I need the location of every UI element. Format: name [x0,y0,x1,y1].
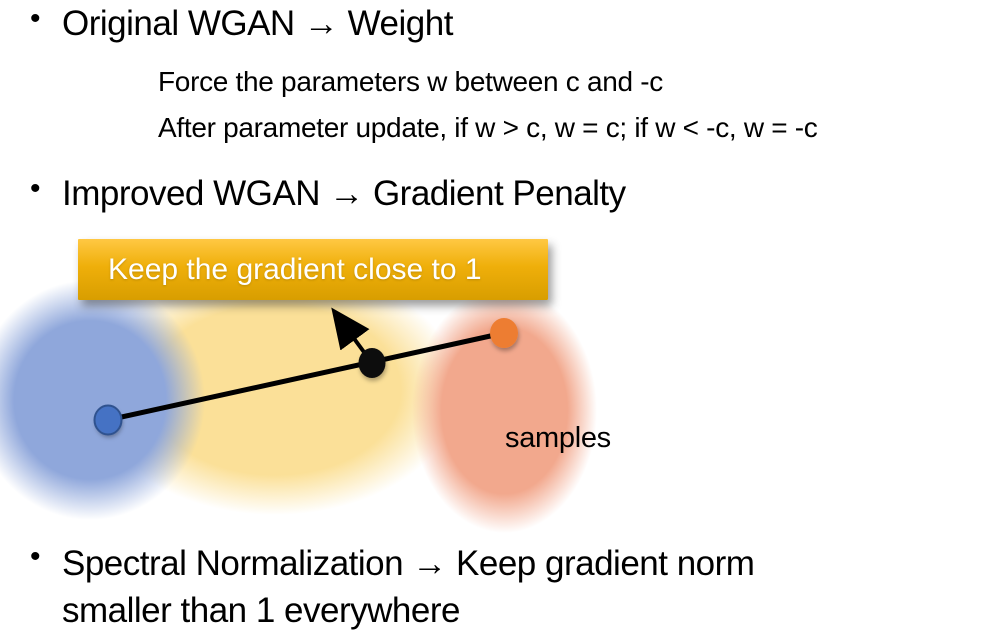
bullet-improved-wgan: • Improved WGAN → Gradient Penalty [30,172,626,216]
samples-label: samples [505,422,611,454]
bullet-spectral-line1: Spectral Normalization → Keep gradient n… [62,544,755,583]
gradient-callout-box: Keep the gradient close to 1 [78,239,548,300]
blue-distribution-blob [0,280,205,520]
bullet-spectral-line2: smaller than 1 everywhere [62,591,460,630]
blue-sample-dot-border [93,404,123,436]
bullet-marker: • [30,2,41,35]
gradient-callout-label: Keep the gradient close to 1 [108,252,482,286]
subline-force-parameters: Force the parameters w between c and -c [158,66,663,97]
bullet-improved-wgan-label: Improved WGAN → Gradient Penalty [62,174,626,213]
subline-after-update: After parameter update, if w > c, w = c;… [158,112,818,143]
black-interpolated-dot [358,348,386,378]
blue-sample-dot [94,405,122,435]
bullet-marker: • [30,540,41,573]
bullet-original-wgan: • Original WGAN → Weight [30,2,453,46]
orange-sample-dot [490,318,518,348]
bullet-marker: • [30,172,41,205]
bullet-original-wgan-label: Original WGAN → Weight [62,4,453,43]
bullet-spectral-normalization: • Spectral Normalization → Keep gradient… [30,540,755,634]
interpolation-line [107,330,505,423]
